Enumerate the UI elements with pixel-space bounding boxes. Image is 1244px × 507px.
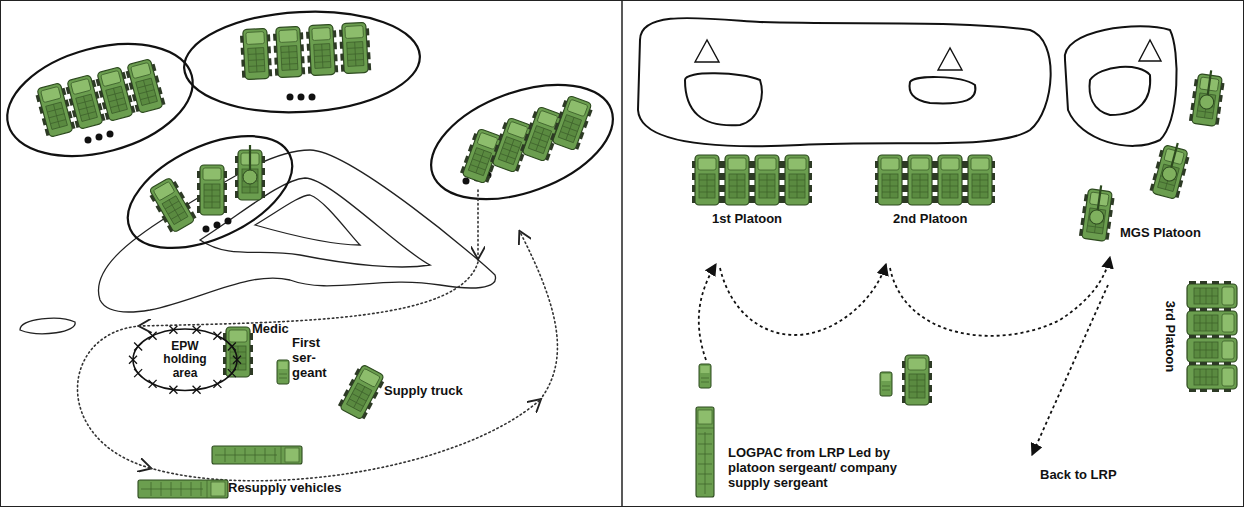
unit-label: Medic	[252, 322, 289, 337]
logpac-routes	[699, 257, 1110, 455]
hill-outline	[98, 150, 495, 312]
hill-contour	[255, 195, 360, 245]
barb-mark	[169, 386, 177, 394]
unit-label: First ser- geant	[292, 336, 336, 381]
unit-ovals	[0, 6, 628, 271]
vehicle-icon	[905, 155, 935, 205]
route-arrow	[890, 257, 1110, 336]
unit-label: 1st Platoon	[712, 212, 782, 227]
vehicle-icon	[722, 155, 752, 205]
hill-contour	[200, 178, 430, 267]
supply-truck	[337, 363, 387, 421]
area-label: EPW holding area	[154, 340, 216, 380]
unit-label: Supply truck	[384, 384, 463, 399]
vehicle-icon	[147, 176, 198, 234]
route-arrow	[720, 264, 886, 335]
vehicle-icon	[1187, 362, 1237, 392]
unit-dots	[85, 94, 492, 233]
platoon-oval	[0, 25, 205, 175]
vehicle-icon	[240, 28, 273, 80]
barb-mark	[233, 356, 241, 364]
hilltop-contour	[685, 73, 762, 125]
wire-ellipse	[133, 329, 237, 391]
barb-mark	[228, 343, 236, 351]
vehicle-icon	[124, 58, 166, 114]
unit-label: LOGPAC from LRP Led by platoon sergeant/…	[728, 446, 900, 491]
hill-outline	[1065, 26, 1177, 146]
hilltop-contour	[910, 77, 976, 103]
unit-label: Resupply vehicles	[228, 481, 341, 496]
first-sergeant-vehicle	[277, 360, 289, 384]
barb-mark	[213, 332, 221, 340]
panel-divider	[621, 0, 623, 507]
logpac-truck	[696, 407, 714, 497]
barb-mark	[134, 369, 142, 377]
vehicle-icon	[935, 155, 965, 205]
vehicle-icon	[782, 155, 812, 205]
route-segment	[78, 326, 151, 468]
barb-mark	[129, 356, 137, 364]
vehicle-icon	[273, 26, 306, 78]
ridge-outline	[638, 18, 1051, 146]
vehicle-icon	[1187, 335, 1237, 365]
vehicle-icon	[1187, 281, 1237, 311]
unit-label: 2nd Platoon	[893, 212, 967, 227]
barb-mark	[149, 332, 157, 340]
barb-mark	[169, 326, 177, 334]
barb-mark	[134, 343, 142, 351]
route-segment	[140, 262, 478, 326]
medic-vehicle	[223, 327, 253, 377]
vehicle-icon	[339, 22, 372, 74]
vehicles	[34, 22, 1237, 498]
barb-mark	[149, 380, 157, 388]
route-segment	[520, 232, 557, 400]
barb-mark	[193, 386, 201, 394]
resupply-truck	[138, 480, 228, 498]
barb-mark	[228, 369, 236, 377]
elevation-triangles	[695, 40, 1161, 70]
service-route	[78, 190, 558, 481]
platoon-oval	[416, 63, 629, 222]
gun-vehicle-icon	[1149, 139, 1192, 200]
route-segment	[150, 400, 540, 481]
vehicle-icon	[875, 155, 905, 205]
platoon-oval	[111, 113, 309, 271]
gun-vehicle-icon	[235, 145, 265, 200]
vehicle-icon	[752, 155, 782, 205]
terrain-contours	[638, 18, 1177, 146]
vehicle-icon	[197, 165, 227, 215]
unit-label: Back to LRP	[1040, 468, 1117, 483]
logpac-vehicle	[699, 364, 711, 388]
gun-vehicle-icon	[1079, 183, 1116, 242]
vehicle-icon	[549, 94, 594, 151]
vehicle-icon	[1187, 308, 1237, 338]
vehicle-icon	[880, 372, 892, 396]
holding-area: EPW holding area	[131, 327, 239, 393]
route-segment	[477, 190, 479, 258]
hilltop-contour	[1090, 67, 1151, 115]
unit-label: MGS Platoon	[1120, 226, 1201, 241]
vehicle-icon	[965, 155, 995, 205]
route-arrow	[699, 264, 716, 360]
terrain-blob	[20, 318, 75, 333]
return-arrow	[1032, 285, 1108, 455]
vehicle-icon	[306, 24, 339, 76]
resupply-truck	[212, 446, 302, 464]
gun-vehicle-icon	[1189, 68, 1226, 127]
barb-mark	[193, 326, 201, 334]
platoon-oval	[182, 6, 423, 118]
barb-mark	[213, 380, 221, 388]
vehicle-icon	[692, 155, 722, 205]
vehicle-icon	[902, 355, 932, 405]
vertical-unit-label: 3rd Platoon	[1163, 300, 1178, 372]
